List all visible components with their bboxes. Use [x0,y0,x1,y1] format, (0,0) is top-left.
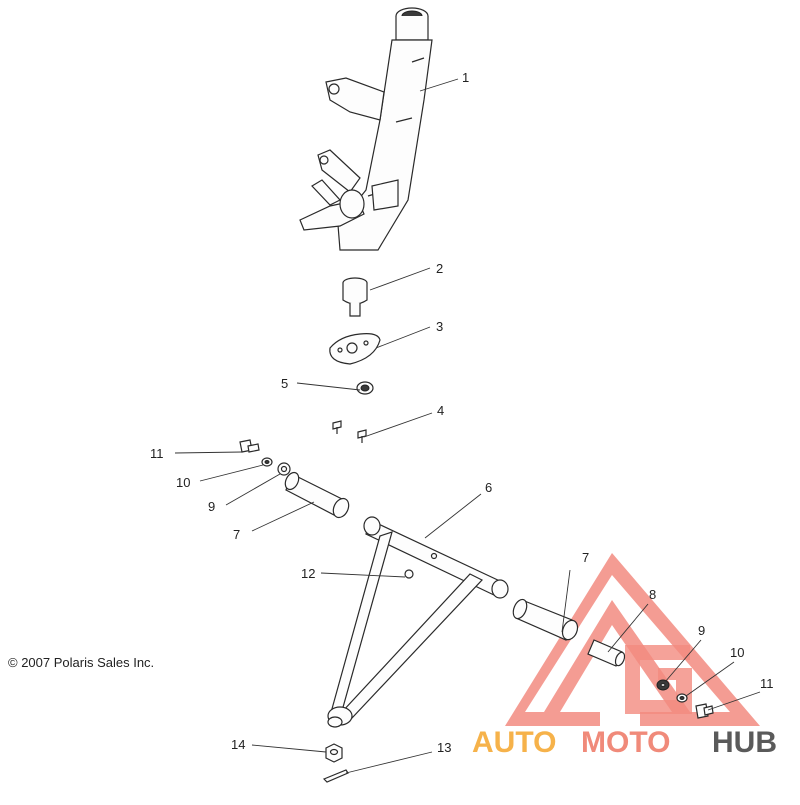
castle-nut [325,743,343,763]
callout-8: 8 [649,587,656,602]
watermark-logo: AUTO MOTO HUB [472,553,777,759]
right-bolt [695,703,714,719]
left-washer-small [261,457,273,467]
watermark-auto: AUTO [472,726,556,759]
clip [356,381,374,395]
right-bushing [512,598,579,641]
leader-lines [174,78,761,774]
callout-5: 5 [281,376,288,391]
callout-9-left: 9 [208,499,215,514]
right-washer-small [676,693,688,703]
callout-7-right: 7 [582,550,589,565]
callout-7-left: 7 [233,527,240,542]
callout-11-left: 11 [150,446,164,461]
callout-1: 1 [462,70,469,85]
callout-12: 12 [301,566,315,581]
right-washer-large [656,679,670,691]
callout-14: 14 [231,737,245,752]
watermark-hub: HUB [712,726,777,759]
left-bolt [239,439,260,453]
callout-3: 3 [436,319,443,334]
left-washer-large [277,462,291,476]
watermark-moto: MOTO [581,726,670,759]
callouts: 1 2 3 5 4 11 10 9 7 6 12 7 8 9 10 11 14 … [150,70,774,755]
bolts [332,420,367,443]
callout-13: 13 [437,740,451,755]
grease-fitting [404,569,414,579]
a-arm [327,516,509,728]
plate [329,333,381,365]
callout-2: 2 [436,261,443,276]
callout-10-left: 10 [176,475,190,490]
cotter-pin [322,769,349,783]
spindle-knuckle [299,7,433,251]
right-sleeve [587,639,626,667]
copyright-notice: © 2007 Polaris Sales Inc. [8,655,154,670]
callout-11-right: 11 [760,676,774,691]
callout-10-right: 10 [730,645,744,660]
callout-9-right: 9 [698,623,705,638]
callout-4: 4 [437,403,444,418]
ball-joint [342,277,368,317]
left-bushing [284,471,350,519]
callout-6: 6 [485,480,492,495]
